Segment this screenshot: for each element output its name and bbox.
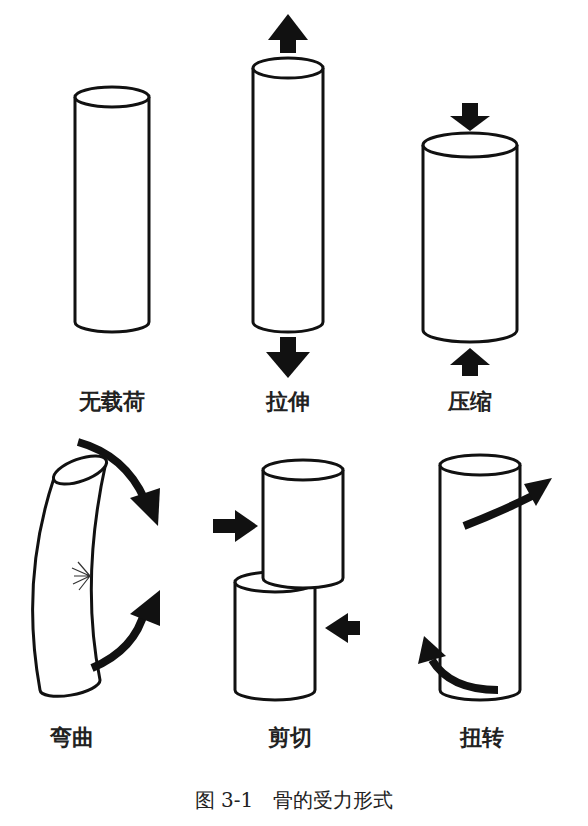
cylinder: [423, 145, 517, 342]
bent-cylinder: [33, 462, 106, 696]
load-type-label: 无载荷: [79, 387, 145, 417]
load-type-label: 拉伸: [266, 387, 310, 417]
cylinder-top: [423, 133, 517, 157]
cylinder: [253, 68, 323, 332]
cylinder-top: [75, 87, 149, 107]
cylinder-top: [50, 450, 110, 490]
cylinder: [235, 582, 315, 700]
force-arrows: [266, 14, 310, 378]
load-type-label: 扭转: [460, 723, 504, 753]
fracture-crack: [72, 562, 90, 590]
cylinder-top: [440, 455, 520, 475]
load-type-label: 剪切: [268, 723, 312, 753]
cylinder-top: [253, 58, 323, 78]
load-type-label: 压缩: [448, 387, 492, 417]
load-type-label: 弯曲: [50, 723, 94, 753]
cylinder: [263, 470, 343, 588]
figure-caption: 图 3-1 骨的受力形式: [195, 787, 394, 814]
cylinder-top: [263, 460, 343, 480]
bending-arrows: [78, 442, 160, 668]
force-arrows: [213, 510, 360, 643]
force-arrows: [450, 103, 490, 376]
cylinder: [75, 97, 149, 332]
cylinder: [440, 465, 520, 700]
torsion-arrows: [418, 478, 552, 690]
